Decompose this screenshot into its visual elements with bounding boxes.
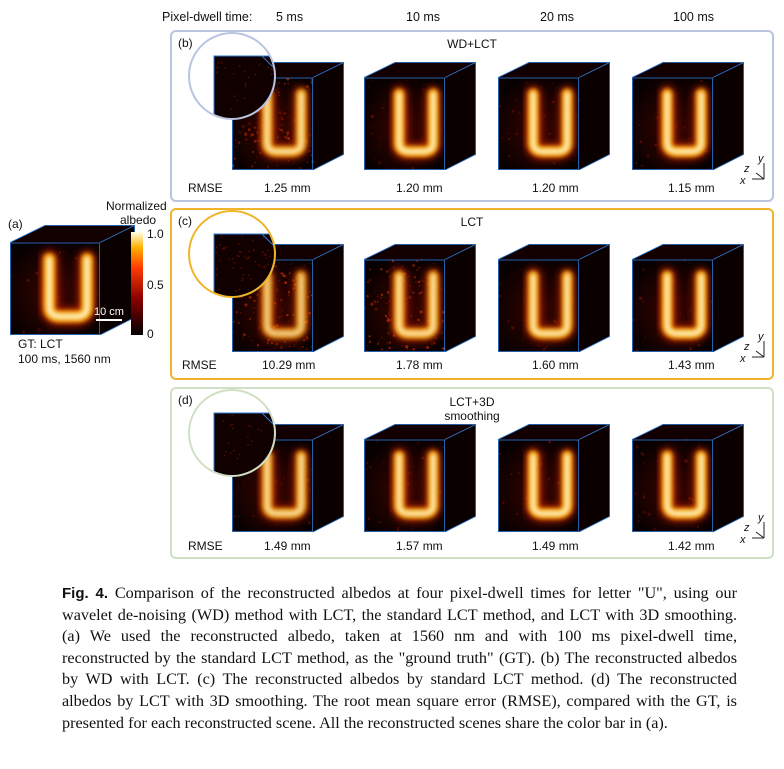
reconstruction-cube (364, 62, 476, 175)
panel-b-rmse-100ms: 1.15 mm (668, 181, 715, 195)
reconstruction-cube-graphic (364, 424, 476, 532)
reconstruction-cube-graphic (632, 62, 744, 170)
reconstruction-cube-graphic (498, 244, 610, 352)
axes-arrows-icon (748, 339, 768, 361)
figure-caption: Fig. 4. Comparison of the reconstructed … (62, 583, 737, 734)
zoom-inset-circle (188, 389, 276, 477)
gt-cube (10, 225, 135, 340)
caption-text: Comparison of the reconstructed albedos … (62, 584, 737, 732)
reconstruction-cube (498, 424, 610, 537)
reconstruction-cube-graphic (632, 244, 744, 352)
panel-c-tag: (c) (178, 214, 192, 228)
reconstruction-cube (632, 62, 744, 175)
panel-c-rmse-10ms: 1.78 mm (396, 358, 443, 372)
panel-c-rmse-label: RMSE (182, 358, 217, 372)
figure-label: Fig. 4. (62, 585, 108, 602)
pixel-dwell-label: Pixel-dwell time: (162, 10, 252, 24)
panel-d-rmse-5ms: 1.49 mm (264, 539, 311, 553)
panel-d-title-2: smoothing (412, 409, 532, 423)
reconstruction-cube-graphic (498, 62, 610, 170)
axis-x-label: x (740, 353, 746, 365)
colorbar-tick-min: 0 (147, 327, 154, 341)
reconstruction-cube (364, 424, 476, 537)
reconstruction-cube (498, 244, 610, 357)
dwell-time-100ms: 100 ms (673, 10, 714, 24)
dwell-time-5ms: 5 ms (276, 10, 303, 24)
zoom-inset-graphic (190, 34, 274, 118)
zoom-inset-graphic (190, 391, 274, 475)
panel-d-title-1: LCT+3D (412, 395, 532, 409)
colorbar-tick-max: 1.0 (147, 227, 164, 241)
zoom-inset-circle (188, 210, 276, 298)
panel-b-rmse-5ms: 1.25 mm (264, 181, 311, 195)
panel-d-tag: (d) (178, 393, 193, 407)
panel-b-tag: (b) (178, 36, 193, 50)
scale-bar (96, 319, 122, 321)
reconstruction-cube-graphic (364, 62, 476, 170)
axes-arrows-icon (748, 520, 768, 542)
panel-b-rmse-10ms: 1.20 mm (396, 181, 443, 195)
dwell-time-20ms: 20 ms (540, 10, 574, 24)
reconstruction-cube-graphic (498, 424, 610, 532)
panel-c-rmse-20ms: 1.60 mm (532, 358, 579, 372)
panel-b-rmse-20ms: 1.20 mm (532, 181, 579, 195)
axis-x-label: x (740, 534, 746, 546)
panel-c-rmse-5ms: 10.29 mm (262, 358, 315, 372)
dwell-time-10ms: 10 ms (406, 10, 440, 24)
colorbar-tick-mid: 0.5 (147, 278, 164, 292)
gt-label-line2: 100 ms, 1560 nm (18, 352, 111, 366)
panel-b-rmse-label: RMSE (188, 181, 223, 195)
panel-d-rmse-20ms: 1.49 mm (532, 539, 579, 553)
panel-d-rmse-10ms: 1.57 mm (396, 539, 443, 553)
gt-label-line1: GT: LCT (18, 337, 63, 351)
reconstruction-cube (498, 62, 610, 175)
panel-c-rmse-100ms: 1.43 mm (668, 358, 715, 372)
colorbar (131, 232, 143, 335)
reconstruction-cube (632, 244, 744, 357)
reconstruction-cube (632, 424, 744, 537)
reconstruction-cube-graphic (632, 424, 744, 532)
panel-c-title: LCT (412, 215, 532, 229)
panel-b-title: WD+LCT (412, 37, 532, 51)
axes-arrows-icon (748, 161, 768, 183)
colorbar-title-2: albedo (120, 213, 156, 227)
reconstruction-cube (364, 244, 476, 357)
axis-x-label: x (740, 175, 746, 187)
panel-d-rmse-100ms: 1.42 mm (668, 539, 715, 553)
panel-d-rmse-label: RMSE (188, 539, 223, 553)
reconstruction-cube-graphic (364, 244, 476, 352)
colorbar-title-1: Normalized (106, 199, 167, 213)
zoom-inset-graphic (190, 212, 274, 296)
zoom-inset-circle (188, 32, 276, 120)
scale-bar-label: 10 cm (94, 306, 124, 318)
